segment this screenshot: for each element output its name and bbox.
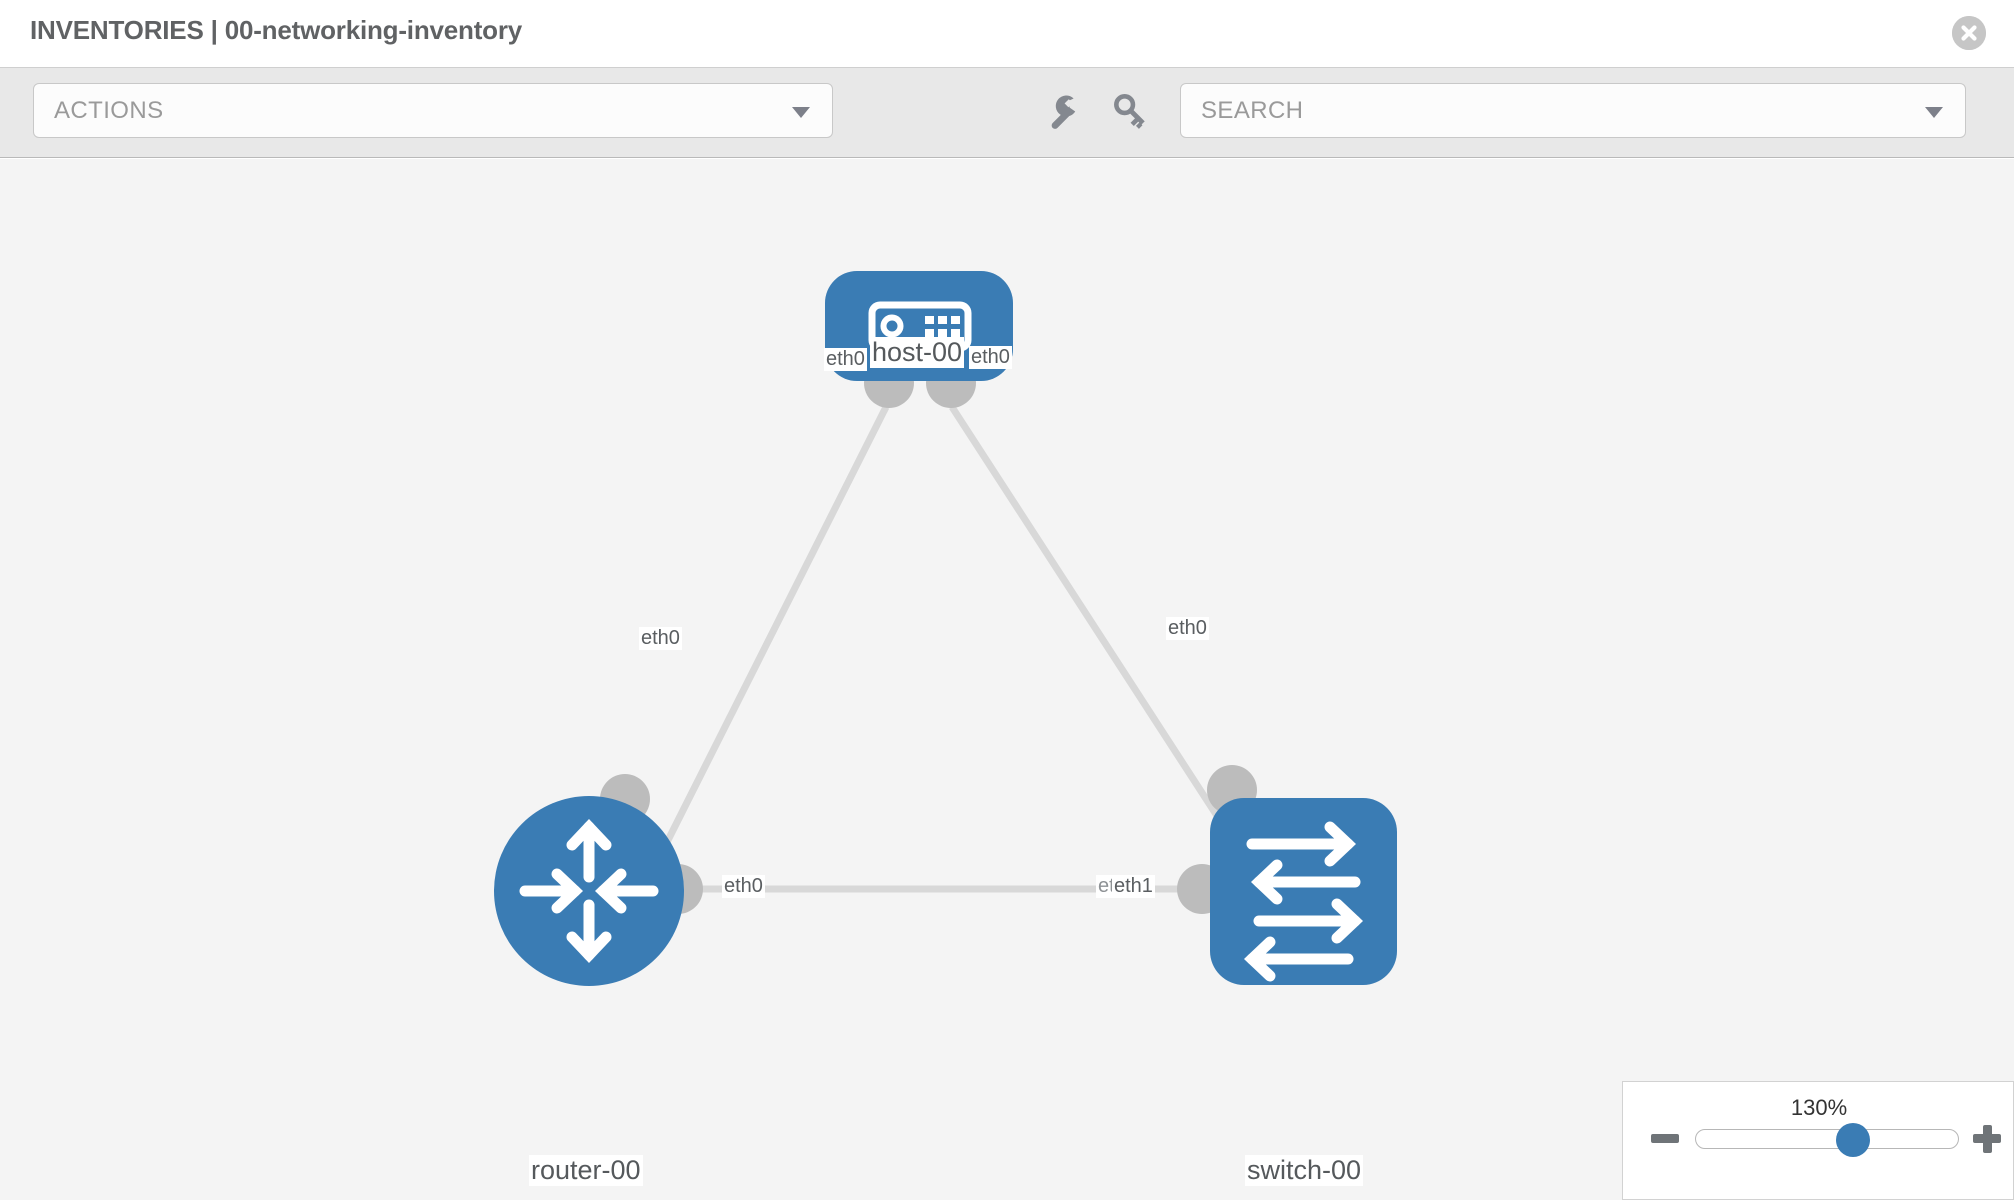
zoom-level-value: 130% xyxy=(1790,1095,1848,1120)
actions-dropdown-label: ACTIONS xyxy=(54,97,164,124)
router-arrows-icon xyxy=(519,818,659,964)
close-icon xyxy=(1952,16,1986,50)
page-title: INVENTORIES | 00-networking-inventory xyxy=(30,15,523,45)
node-label-switch-00: switch-00 xyxy=(1245,1155,1364,1187)
zoom-out-button[interactable] xyxy=(1651,1134,1679,1143)
zoom-slider[interactable] xyxy=(1695,1123,1959,1157)
topology-canvas[interactable]: eth0 host-00 eth0 eth0 eth0 eth0 eth0 et… xyxy=(0,159,2014,1200)
zoom-control-panel: 130% xyxy=(1622,1081,2014,1200)
iface-label-switch-up: eth0 xyxy=(1166,617,1209,640)
close-button[interactable] xyxy=(1952,16,1986,50)
wrench-icon xyxy=(1051,95,1076,129)
zoom-in-button[interactable] xyxy=(1973,1124,2001,1153)
iface-label-host-right: eth0 xyxy=(969,346,1012,369)
search-input[interactable]: SEARCH xyxy=(1180,83,1966,138)
iface-label-router-right: eth0 xyxy=(722,875,765,898)
node-switch-00[interactable] xyxy=(1210,798,1397,985)
iface-label-router-up: eth0 xyxy=(639,627,682,650)
node-label-host-00: host-00 xyxy=(870,337,965,369)
node-label-router-00: router-00 xyxy=(529,1155,643,1187)
key-icon xyxy=(1114,94,1145,129)
edge-host-switch[interactable] xyxy=(949,405,1235,841)
iface-label-switch-left: eth1 xyxy=(1112,875,1155,898)
chevron-down-icon[interactable] xyxy=(1925,107,1943,118)
wrench-button[interactable] xyxy=(1040,88,1086,134)
zoom-slider-handle[interactable] xyxy=(1836,1123,1871,1157)
actions-dropdown[interactable]: ACTIONS xyxy=(33,83,833,138)
page-header: INVENTORIES | 00-networking-inventory xyxy=(0,0,2014,68)
search-placeholder: SEARCH xyxy=(1201,97,1304,124)
node-router-00[interactable] xyxy=(494,796,684,986)
chevron-down-icon xyxy=(792,107,810,118)
topology-graph xyxy=(494,271,1397,986)
key-button[interactable] xyxy=(1108,88,1154,134)
switch-arrows-icon xyxy=(1243,821,1364,982)
edge-host-router[interactable] xyxy=(651,405,890,868)
iface-label-host-left: eth0 xyxy=(824,348,867,371)
